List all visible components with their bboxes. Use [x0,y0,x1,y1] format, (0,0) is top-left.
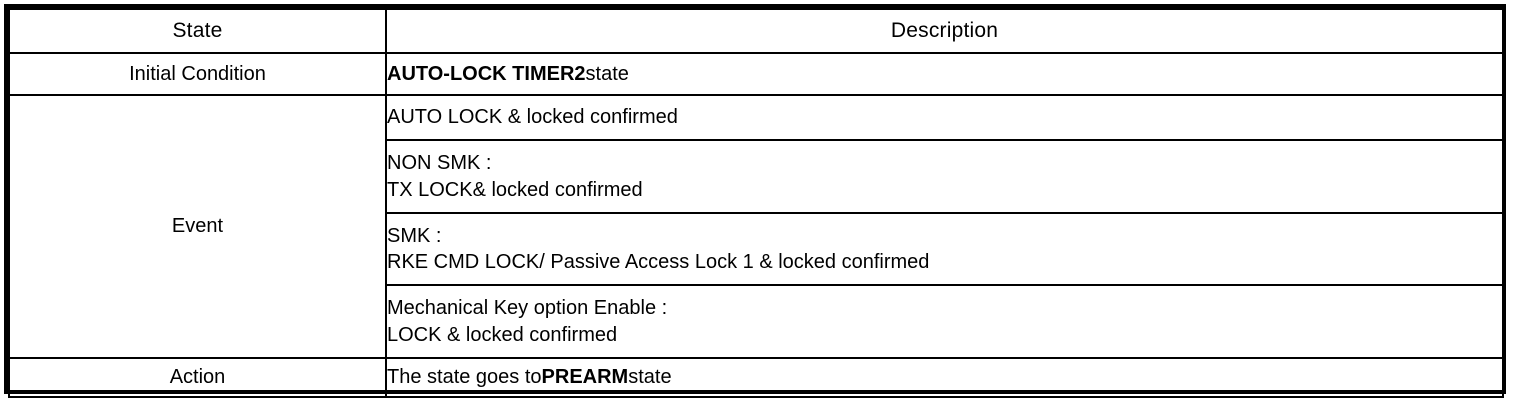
initial-condition-state-suffix: state [585,62,629,85]
cell-state-action: Action [8,357,387,398]
table-row-event-auto-lock: Event AUTO LOCK & locked confirmed [8,94,1504,359]
event-smk-line-2: RKE CMD LOCK/ Passive Access Lock 1 & lo… [387,251,930,273]
event-non-smk-line-2: TX LOCK& locked confirmed [387,178,643,201]
cell-state-event: Event [8,94,387,359]
table-row-event-smk: SMK : RKE CMD LOCK/ Passive Access Lock … [9,212,1504,286]
cell-description-event-auto-lock: AUTO LOCK & locked confirmed [385,94,1504,141]
event-mechanical-key-line-1: Mechanical Key option Enable : [387,297,668,320]
table-row-event-non-smk: NON SMK : TX LOCK& locked confirmed [9,139,1504,214]
cell-description-initial-condition: AUTO-LOCK TIMER2state [385,52,1504,96]
cell-state-initial-condition: Initial Condition [8,52,387,96]
event-mechanical-key-line-2: LOCK & locked confirmed [387,323,618,346]
initial-condition-description-line: AUTO-LOCK TIMER2state [387,61,1502,87]
column-header-state: State [8,8,387,54]
cell-description-event-non-smk: NON SMK : TX LOCK& locked confirmed [385,139,1504,214]
table-row-action: Action The state goes toPREARMstate [8,357,1504,398]
table-row-event-mechanical-key: Mechanical Key option Enable : LOCK & lo… [9,284,1504,359]
action-description-suffix: state [628,366,672,389]
cell-description-action: The state goes toPREARMstate [385,357,1504,398]
column-header-description: Description [385,8,1504,54]
action-description-line: The state goes toPREARMstate [387,364,1502,390]
state-description-table: State Description Initial Condition AUTO… [8,8,1504,398]
event-auto-lock-line-1: AUTO LOCK & locked confirmed [387,106,678,129]
cell-description-event-smk: SMK : RKE CMD LOCK/ Passive Access Lock … [385,212,1504,286]
table-row-initial-condition: Initial Condition AUTO-LOCK TIMER2state [8,52,1504,96]
event-smk-line-1: SMK : [387,224,442,247]
cell-description-event-mechanical-key: Mechanical Key option Enable : LOCK & lo… [385,284,1504,359]
event-non-smk-line-1: NON SMK : [387,152,492,175]
action-description-prefix: The state goes to [387,366,542,389]
state-description-table-container: State Description Initial Condition AUTO… [4,4,1506,398]
initial-condition-state-name: AUTO-LOCK TIMER2 [387,62,586,85]
action-target-state-name: PREARM [541,366,629,389]
table-header-row: State Description [8,8,1504,54]
